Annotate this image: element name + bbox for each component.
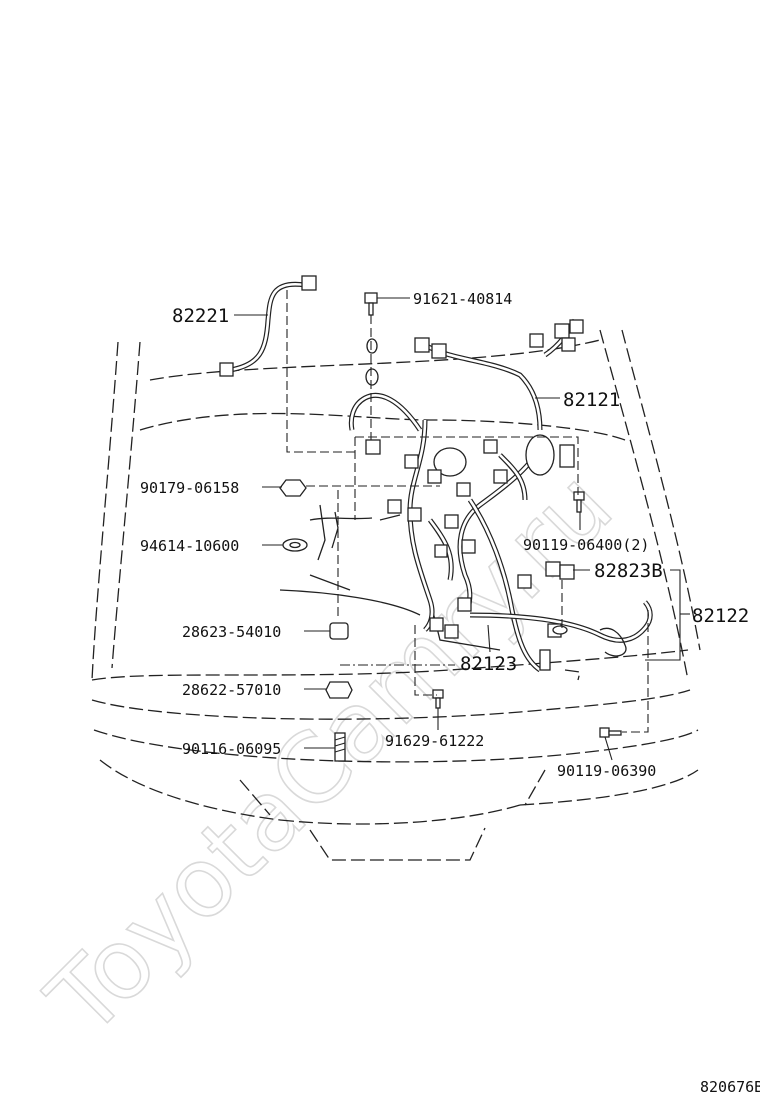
callout-28622-57010: 28622-57010 — [182, 681, 281, 699]
callout-82823B: 82823B — [594, 560, 663, 582]
bolt-icon — [368, 302, 374, 316]
nut-icon — [329, 622, 349, 640]
connector-icon — [517, 574, 532, 589]
junction-clip-icon — [545, 561, 561, 577]
connector-icon — [404, 454, 419, 469]
connector-icon — [414, 337, 430, 353]
callout-82122: 82122 — [692, 605, 749, 627]
harness-82122 — [469, 600, 653, 671]
connector-icon — [457, 597, 472, 612]
connector-icon — [301, 275, 317, 291]
callout-90119-06390: 90119-06390 — [557, 762, 656, 780]
leader-lines — [234, 297, 690, 761]
reference-lines — [286, 290, 649, 733]
connector-icon — [461, 539, 476, 554]
bolt-icon — [432, 689, 444, 699]
callout-82221: 82221 — [172, 305, 229, 327]
callout-90116-06095: 90116-06095 — [182, 740, 281, 758]
connector-icon — [219, 362, 234, 377]
vehicle-body-outline — [91, 329, 701, 861]
connector-icon — [554, 323, 570, 339]
callout-90179-06158: 90179-06158 — [140, 479, 239, 497]
bolt-icon — [599, 727, 610, 738]
connector-icon — [493, 469, 508, 484]
callout-91629-61222: 91629-61222 — [385, 732, 484, 750]
connector-icon — [456, 482, 471, 497]
grommet-icon — [525, 434, 555, 476]
connector-icon — [444, 514, 459, 529]
junction-clip-icon — [559, 564, 575, 580]
callout-28623-54010: 28623-54010 — [182, 623, 281, 641]
bolt-icon — [608, 730, 622, 736]
bolt-icon — [573, 491, 585, 501]
callout-82123: 82123 — [460, 653, 517, 675]
stud-bolt-icon — [334, 732, 346, 762]
callout-82121: 82121 — [563, 389, 620, 411]
harness-82121 — [348, 318, 584, 673]
connector-icon — [529, 333, 544, 348]
washer-icon — [289, 541, 301, 549]
callout-91621-40814: 91621-40814 — [413, 290, 512, 308]
connector-icon — [429, 617, 444, 632]
callout-labels: 82221 91621-40814 82121 90179-06158 9461… — [140, 290, 749, 780]
clamp-icon — [365, 368, 379, 386]
connector-icon — [365, 439, 381, 455]
callout-94614-10600: 94614-10600 — [140, 537, 239, 555]
bolt-icon — [364, 292, 378, 304]
nut-icon — [325, 681, 353, 699]
connector-icon — [561, 337, 576, 352]
connector-icon — [539, 649, 551, 671]
connector-icon — [559, 444, 575, 468]
reservoir-cap-icon — [433, 447, 467, 477]
harness-82221 — [219, 275, 317, 377]
bolt-icon — [576, 499, 582, 513]
connector-icon — [407, 507, 422, 522]
clamp-icon — [366, 338, 378, 354]
nut-icon — [279, 479, 307, 497]
connector-icon — [387, 499, 402, 514]
connector-icon — [483, 439, 498, 454]
connector-icon — [569, 319, 584, 334]
callout-90119-06400: 90119-06400(2) — [523, 536, 649, 554]
fasteners — [279, 292, 622, 762]
bolt-icon — [435, 697, 441, 709]
connector-icon — [431, 343, 447, 359]
bolt-icon — [552, 625, 568, 635]
connector-icon — [434, 544, 448, 558]
connector-icon — [444, 624, 459, 639]
connector-icon — [427, 469, 442, 484]
figure-code: 820676B — [700, 1078, 760, 1096]
